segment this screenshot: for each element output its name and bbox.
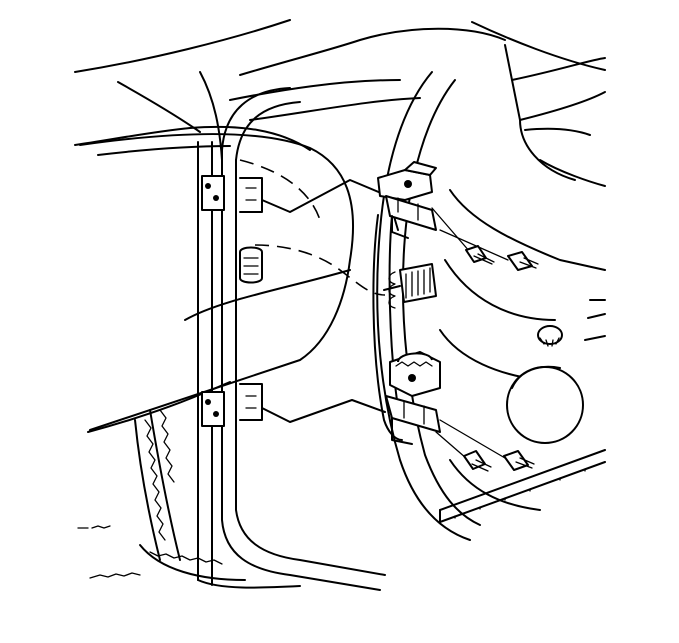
door-shell [376, 21, 606, 541]
lower-body-bracket [201, 383, 263, 427]
lower-body-sill [77, 409, 246, 581]
door-sill-rail [439, 449, 606, 523]
upper-hinge-bolt-outer [439, 229, 539, 271]
upper-body-bracket [201, 175, 263, 213]
door-hinge-plate [372, 214, 403, 441]
upper-door-hinge [377, 161, 437, 239]
door-bumper [537, 325, 563, 347]
door-access-plug [506, 365, 584, 444]
lower-door-hinge [385, 351, 441, 445]
vehicle-body-outline [74, 19, 506, 161]
fender-panel [79, 132, 386, 433]
lower-hinge-bolt-outer [439, 419, 535, 471]
upper-hinge-bolt-inner [431, 207, 495, 265]
door-check-stud [239, 246, 263, 284]
lower-hinge-bolt-inner [435, 431, 492, 472]
hinge-check-spring [383, 263, 437, 309]
hinge-pillar [197, 87, 386, 591]
